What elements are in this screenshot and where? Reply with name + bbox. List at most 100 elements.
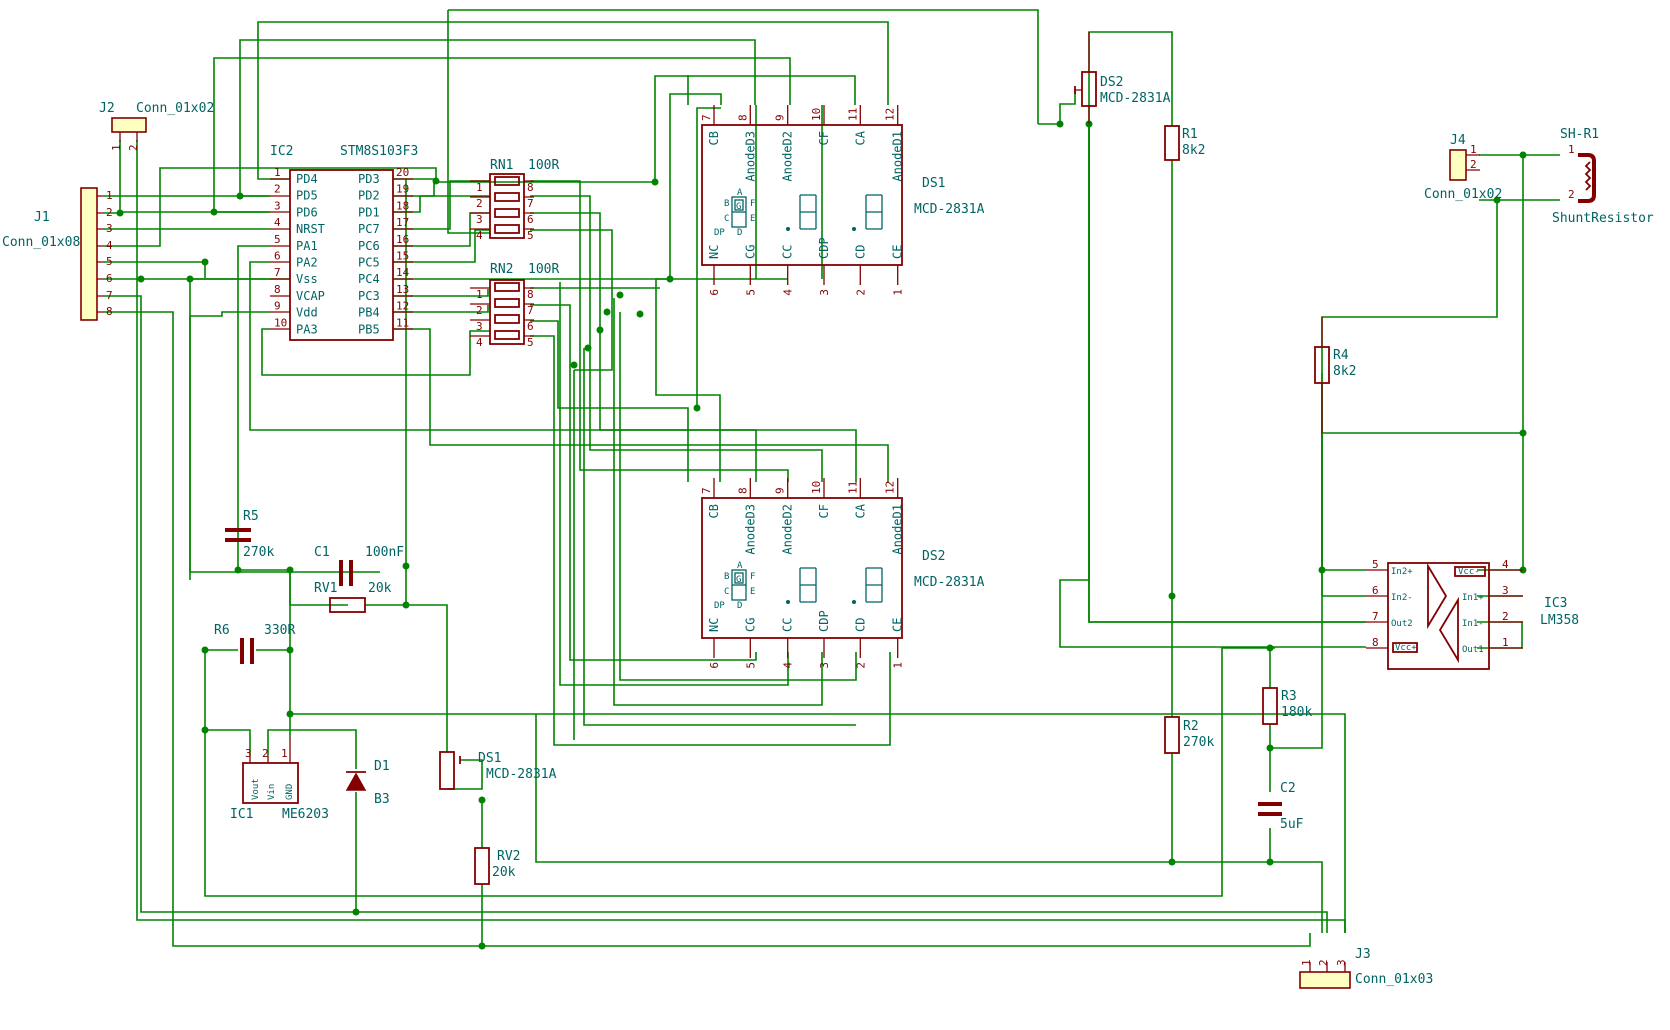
- ic3-lm358[interactable]: In2+ In2- Out2 Vcc+ Vcc- In1+ In1- Out1 …: [1366, 558, 1579, 670]
- rn2-pin-4: 4: [476, 336, 483, 349]
- ic1-pin-vout: Vout: [251, 778, 261, 800]
- display-ds2[interactable]: 7CB8AnodeD39AnodeD210CF11CA12AnodeD16NC5…: [700, 478, 985, 669]
- segment-label-c: C: [724, 587, 729, 597]
- ic1-pin-3: 3: [245, 747, 252, 760]
- resistor-r6[interactable]: R4 8k2: [1314, 317, 1356, 433]
- decimal-point: [786, 600, 790, 604]
- ic3-value: LM358: [1540, 613, 1579, 628]
- ic2-pin-2: 2: [274, 183, 281, 196]
- ds2-pin-name-ce: CE: [891, 618, 905, 632]
- seven-seg-digit: [799, 567, 817, 603]
- ic2-pin-11: 11: [396, 316, 409, 329]
- segment-label-b: B: [724, 199, 729, 209]
- decimal-point: [852, 227, 856, 231]
- segment-label-b: B: [724, 572, 729, 582]
- ds1-pin-name-anoded1: AnodeD1: [891, 131, 905, 182]
- rn1-pin-5: 5: [527, 229, 534, 242]
- j3-pin-2: 2: [1317, 959, 1330, 966]
- ic3-pin-2: 2: [1502, 610, 1509, 623]
- ic2-pin-13: 13: [396, 283, 409, 296]
- segment-key-g: [734, 572, 744, 584]
- segment-label-dp: DP: [714, 228, 725, 238]
- ic2-pin-name-pc7: PC7: [358, 222, 380, 236]
- rn1-pin-1: 1: [476, 181, 483, 194]
- resistor-r2[interactable]: RV2 20k: [474, 847, 520, 885]
- ic2-pin-name-pc3: PC3: [358, 289, 380, 303]
- connector-j4[interactable]: J4 Conn_01x02 1 2: [1424, 133, 1502, 202]
- display-ds1[interactable]: 7CB8AnodeD39AnodeD210CF11CA12AnodeD16NC5…: [700, 105, 985, 296]
- shr1-value: ShuntResistor: [1552, 211, 1654, 226]
- diode-d1[interactable]: D1 B3: [345, 759, 390, 807]
- ic2-pin-name-pc4: PC4: [358, 272, 380, 286]
- ic2-pin-name-pc5: PC5: [358, 256, 380, 270]
- j4-pin-2: 2: [1470, 158, 1477, 171]
- r5-value: 180k: [1281, 705, 1312, 720]
- capacitor-c2[interactable]: R6 330R: [214, 623, 295, 664]
- rn1-pin-8: 8: [527, 181, 534, 194]
- ds2-body: [701, 497, 903, 639]
- shunt-resistor-sh-r1[interactable]: SH-R1 ShuntResistor 1 2: [1552, 127, 1654, 226]
- ic2-pin-19: 19: [396, 183, 409, 196]
- ic2-value: STM8S103F3: [340, 144, 418, 159]
- ic3-pin-6: 6: [1372, 584, 1379, 597]
- ds2-pin-11: 11: [846, 481, 859, 494]
- r4-ref: R2: [1183, 719, 1199, 734]
- segment-label-d: D: [737, 228, 742, 238]
- potentiometer-rv2[interactable]: DS2 MCD-2831A: [1074, 32, 1171, 124]
- c3-value: 100nF: [365, 545, 404, 560]
- resistor-r1[interactable]: RV1 20k: [314, 581, 392, 613]
- r3-ref: R1: [1182, 127, 1198, 142]
- j1-pin-6: 6: [106, 272, 113, 285]
- ic2-pin-12: 12: [396, 300, 409, 313]
- ds1-pin-name-cf: CF: [817, 131, 831, 145]
- ds2-pin-name-cb: CB: [707, 504, 721, 518]
- ic2-pin-name-pa2: PA2: [296, 256, 318, 270]
- ds2-ref: DS2: [922, 549, 945, 564]
- r1-ref: RV1: [314, 581, 337, 596]
- capacitor-c1[interactable]: R5 270k: [225, 509, 274, 560]
- ds1-ref: DS1: [922, 176, 945, 191]
- resistor-r3[interactable]: R1 8k2: [1164, 125, 1205, 161]
- connector-j1[interactable]: J1 Conn_01x08 1 2 3 4 5 6 7 8: [2, 187, 113, 321]
- capacitor-c4[interactable]: C2 5uF: [1258, 781, 1304, 832]
- ic2-pin-4: 4: [274, 216, 281, 229]
- connector-j2[interactable]: J2 Conn_01x02 1 2: [99, 101, 214, 151]
- ic2-pin-name-vcap: VCAP: [296, 289, 325, 303]
- c3-ref: C1: [314, 545, 330, 560]
- ic2-pin-name-pd2: PD2: [358, 189, 380, 203]
- ic2-pin-14: 14: [396, 266, 410, 279]
- resistor-network-rn2[interactable]: RN2 100R 1 2 3 4 8 7 6 5: [470, 262, 559, 349]
- ic1-me6203[interactable]: Vout Vin GND 3 2 1 IC1 ME6203: [230, 738, 329, 822]
- ic3-pin-4: 4: [1502, 558, 1509, 571]
- ic2-pin-6: 6: [274, 250, 281, 263]
- potentiometer-rv1[interactable]: DS1 MCD-2831A: [439, 751, 557, 790]
- d1-ref: D1: [374, 759, 390, 774]
- ic3-pin-7-name: Out2: [1391, 619, 1413, 629]
- resistor-r4[interactable]: R2 270k: [1164, 716, 1214, 754]
- ds1-pin-4: 4: [782, 289, 795, 296]
- ds1-pin-7: 7: [700, 114, 713, 121]
- ds1-pin-6: 6: [708, 289, 721, 296]
- j1-pin-7: 7: [106, 289, 113, 302]
- segment-label-d: D: [737, 601, 742, 611]
- ic2-pin-20: 20: [396, 166, 409, 179]
- rn1-pin-6: 6: [527, 213, 534, 226]
- ic2-pin-name-pd3: PD3: [358, 172, 380, 186]
- r6-ref: R4: [1333, 348, 1349, 363]
- ic3-pin-2-name: In1-: [1462, 619, 1484, 629]
- ic2-pin-1: 1: [274, 166, 281, 179]
- connector-j3[interactable]: J3 Conn_01x03 1 2 3: [1299, 947, 1433, 989]
- resistor-r5[interactable]: R3 180k: [1262, 687, 1312, 725]
- rn1-pin-7: 7: [527, 197, 534, 210]
- j1-ref: J1: [34, 210, 50, 225]
- ds2-pin-10: 10: [810, 481, 823, 494]
- resistor-network-rn1[interactable]: RN1 100R 1 2 3 4 8 7 6 5: [470, 158, 559, 242]
- ds1-pin-name-ce: CE: [891, 245, 905, 259]
- rn2-pin-7: 7: [527, 304, 534, 317]
- rv1-value: MCD-2831A: [486, 767, 557, 782]
- ds2-pin-7: 7: [700, 487, 713, 494]
- r2-ref: RV2: [497, 849, 520, 864]
- capacitor-c3[interactable]: C1 100nF: [314, 545, 404, 586]
- ds1-pin-9: 9: [774, 114, 787, 121]
